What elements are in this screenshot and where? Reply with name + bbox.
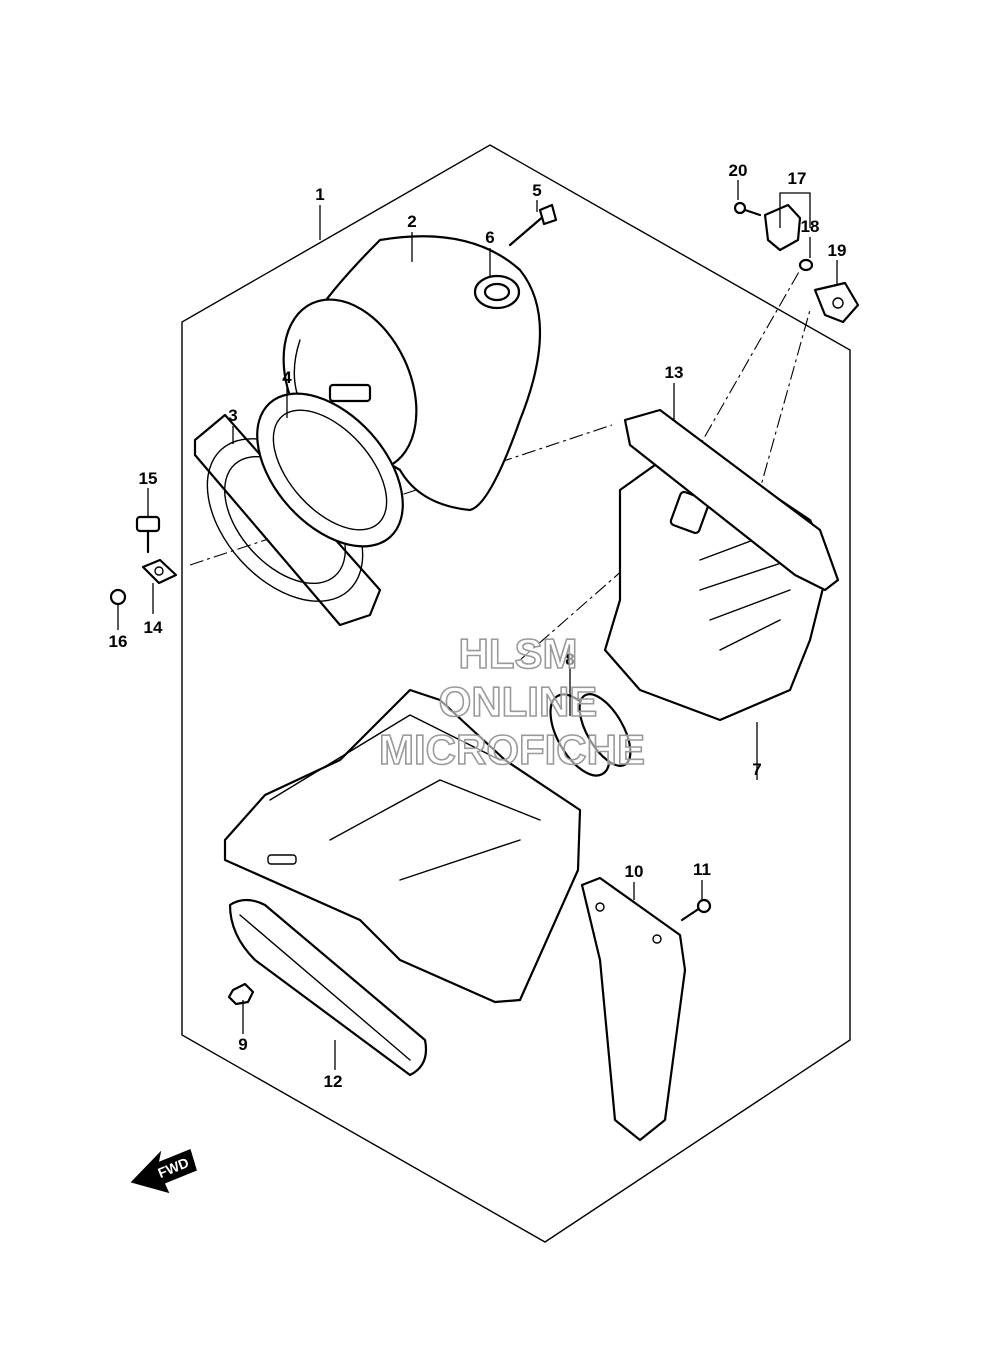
callout-5: 5 [532, 181, 541, 200]
callout-1: 1 [315, 185, 324, 204]
callout-7: 7 [752, 760, 761, 779]
watermark-line-2: ONLINE [439, 678, 598, 725]
callout-11: 11 [693, 860, 711, 879]
long-bolt [508, 203, 558, 247]
housing-gasket [623, 408, 840, 592]
callout-16: 16 [109, 632, 128, 651]
callout-6: 6 [485, 228, 494, 247]
callout-8: 8 [565, 650, 574, 669]
watermark: HLSM ONLINE MICROFICHE [378, 629, 646, 774]
watermark-line-3: MICROFICHE [379, 726, 645, 773]
seal-ring [228, 898, 428, 1077]
leader-lines [117, 180, 838, 1070]
callout-3: 3 [228, 406, 237, 425]
callout-4: 4 [282, 368, 292, 387]
arrow-fwd-icon: FWD [130, 1148, 197, 1194]
callout-15: 15 [139, 469, 158, 488]
callout-9: 9 [238, 1035, 247, 1054]
watermark-line-1: HLSM [459, 630, 578, 677]
bolt [135, 515, 161, 554]
callout-17: 17 [788, 169, 807, 188]
grommet [473, 274, 521, 310]
o-ring [798, 258, 814, 272]
sensor-gasket-plate [813, 281, 860, 324]
small-nut [109, 588, 127, 606]
clamp-band [549, 693, 632, 777]
mesh-screen [256, 392, 404, 548]
callout-19: 19 [828, 241, 847, 260]
callout-labels: 1 2 3 4 5 6 7 8 9 10 11 12 13 14 15 16 1… [109, 161, 847, 1091]
callout-14: 14 [144, 618, 163, 637]
callout-20: 20 [729, 161, 748, 180]
screw [680, 898, 712, 922]
callout-13: 13 [665, 363, 684, 382]
air-duct-body [223, 688, 582, 1004]
callout-10: 10 [625, 862, 644, 881]
assembly-frame-outline [181, 144, 851, 1243]
cover-plate [580, 876, 687, 1142]
clip-nut [141, 558, 178, 585]
callout-12: 12 [324, 1072, 343, 1091]
small-screw [733, 201, 762, 217]
nut [227, 982, 255, 1006]
callout-18: 18 [801, 217, 820, 236]
sensor [763, 203, 802, 252]
callout-2: 2 [407, 212, 416, 231]
